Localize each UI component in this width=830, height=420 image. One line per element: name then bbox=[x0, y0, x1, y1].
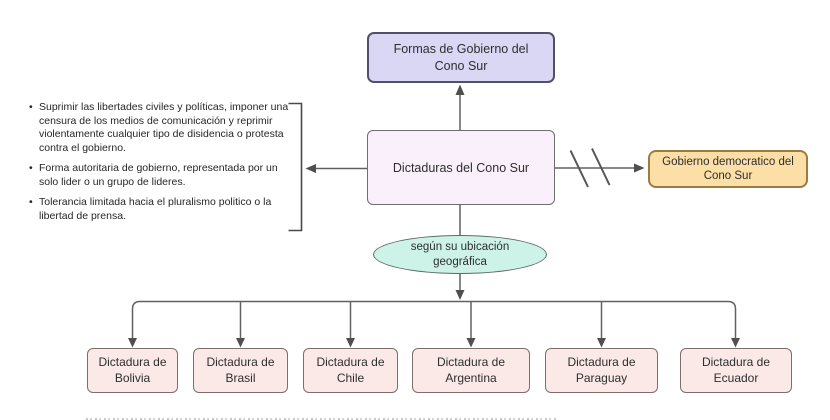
node-gobierno-democratico[interactable]: Gobierno democratico del Cono Sur bbox=[648, 150, 808, 188]
arrow-center-to-title bbox=[455, 84, 465, 131]
distribution-bar bbox=[131, 300, 737, 339]
node-dictaduras-cono-sur[interactable]: Dictaduras del Cono Sur bbox=[367, 130, 555, 205]
node-formas-de-gobierno[interactable]: Formas de Gobierno del Cono Sur bbox=[367, 32, 555, 83]
arrow-qualifier-to-bar bbox=[455, 273, 465, 300]
branch-connectors bbox=[239, 301, 603, 339]
node-dictadura-chile[interactable]: Dictadura de Chile bbox=[303, 348, 398, 393]
characteristic-item: Forma autoritaria de gobierno, represent… bbox=[28, 162, 297, 189]
characteristic-item: Tolerancia limitada hacia el pluralismo … bbox=[28, 196, 297, 223]
cropped-caption-edge bbox=[86, 417, 558, 420]
node-ubicacion-geografica[interactable]: según su ubicación geográfica bbox=[373, 235, 547, 274]
broken-link-slashes bbox=[569, 148, 611, 188]
arrow-center-to-democratic bbox=[555, 163, 645, 173]
branch-arrowheads bbox=[128, 338, 740, 348]
node-dictadura-bolivia[interactable]: Dictadura de Bolivia bbox=[87, 348, 178, 393]
node-dictadura-ecuador[interactable]: Dictadura de Ecuador bbox=[680, 348, 792, 393]
characteristic-item: Suprimir las libertades civiles y políti… bbox=[28, 101, 297, 155]
arrow-center-to-characteristics bbox=[305, 164, 367, 173]
node-dictadura-paraguay[interactable]: Dictadura de Paraguay bbox=[545, 348, 658, 393]
node-dictadura-brasil[interactable]: Dictadura de Brasil bbox=[193, 348, 288, 393]
node-dictadura-argentina[interactable]: Dictadura de Argentina bbox=[412, 348, 530, 393]
characteristics-list[interactable]: Suprimir las libertades civiles y políti… bbox=[28, 101, 297, 230]
